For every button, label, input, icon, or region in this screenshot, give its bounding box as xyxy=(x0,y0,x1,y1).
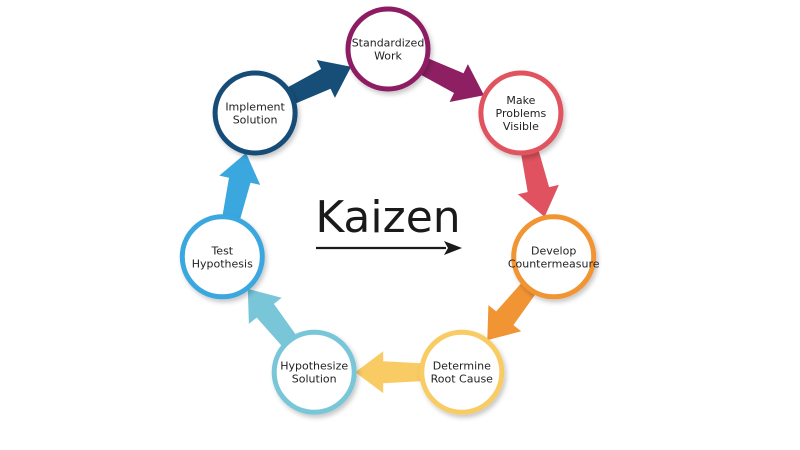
step-label-line: Work xyxy=(374,50,402,63)
step-label-line: Make xyxy=(506,94,535,107)
step-label-line: Solution xyxy=(292,373,337,386)
diagram-title: Kaizen xyxy=(315,192,460,243)
step-circle xyxy=(478,70,564,156)
step-circle xyxy=(345,6,431,92)
center-title-group: Kaizen xyxy=(315,192,462,255)
step-circle xyxy=(419,329,505,415)
step-label-line: Implement xyxy=(225,101,285,114)
step-label-line: Standardized xyxy=(352,37,425,50)
step-label-line: Problems xyxy=(496,107,547,120)
step-label-line: Countermeasure xyxy=(508,257,600,270)
step-label-line: Hypothesize xyxy=(280,360,348,373)
step-label-line: Root Cause xyxy=(431,373,494,386)
step-circle xyxy=(271,329,357,415)
step-label-line: Develop xyxy=(531,244,576,257)
step-circle xyxy=(511,214,597,300)
step-label-line: Test xyxy=(210,244,233,257)
step-label-line: Solution xyxy=(233,114,278,127)
cycle-nodes: StandardizedWorkMakeProblemsVisibleDevel… xyxy=(179,6,600,415)
step-label-line: Determine xyxy=(433,360,491,373)
step-circle xyxy=(212,70,298,156)
step-label-line: Visible xyxy=(503,120,539,133)
cycle-arrow-4 xyxy=(355,351,440,394)
step-label-line: Hypothesis xyxy=(192,257,253,270)
step-circle xyxy=(179,214,265,300)
title-arrow xyxy=(316,241,462,255)
